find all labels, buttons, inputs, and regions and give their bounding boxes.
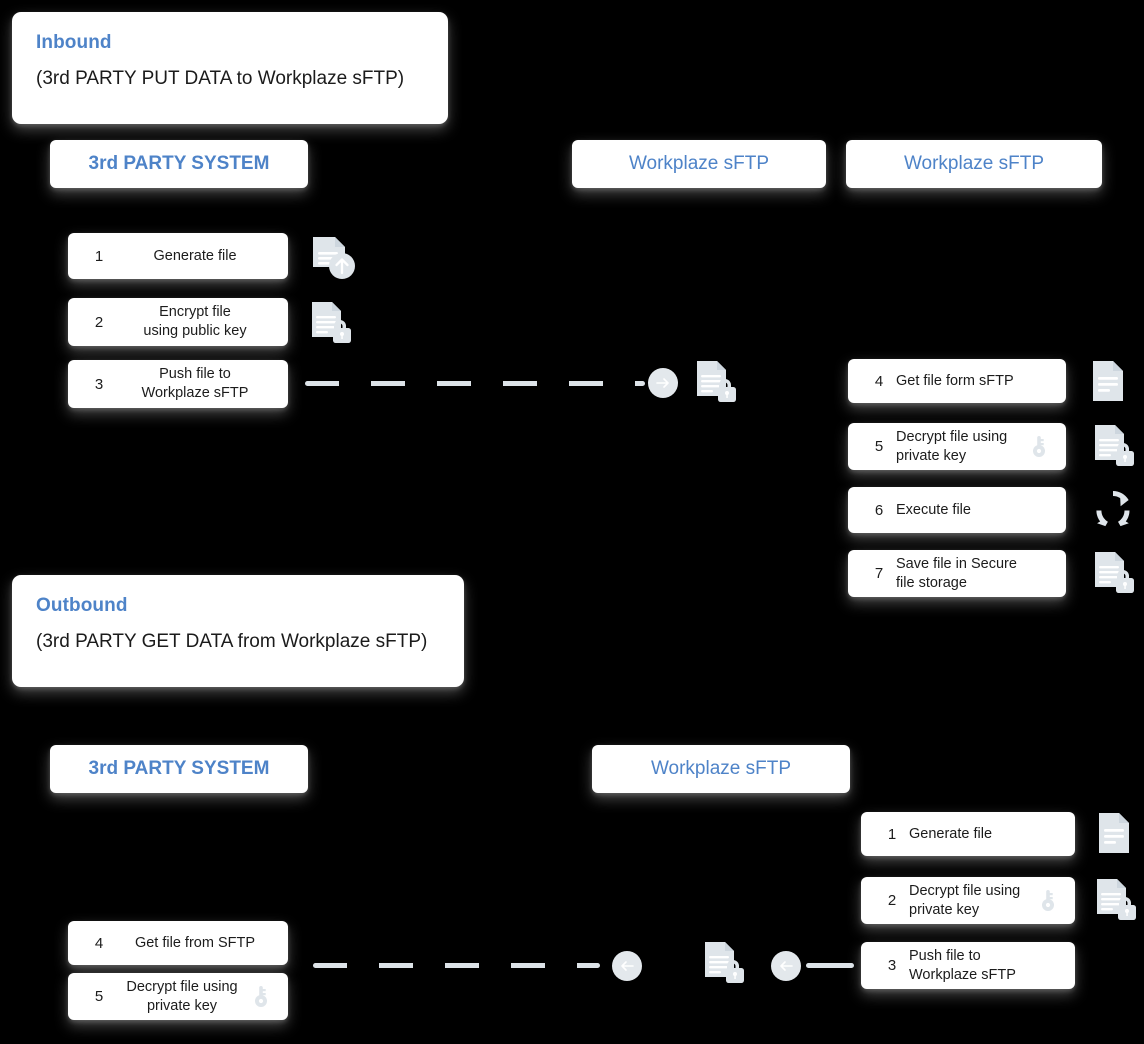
step-number: 6 [874,501,884,519]
key-icon [1035,887,1061,915]
step-number: 4 [874,372,884,390]
step-label: Get file form sFTP [896,372,1014,389]
inbound-banner-subtitle: (3rd PARTY PUT DATA to Workplaze sFTP) [36,68,405,89]
inbound-lane-label-1: Workplaze sFTP [628,153,770,174]
outbound-arrow-left-icon-2 [771,951,801,981]
file-icon [1094,810,1138,858]
outbound-lane-3rd-party-system[interactable]: 3rd PARTY SYSTEM [50,745,308,793]
file-lock-icon [305,297,359,349]
outbound-banner: Outbound (3rd PARTY GET DATA from Workpl… [12,575,464,687]
step-number: 2 [94,313,104,331]
step-label: Generate file [909,825,993,842]
outbound-right-step-1[interactable]: 1 Generate file [861,812,1075,856]
outbound-payload-file-lock-icon [698,938,750,990]
inbound-lane-label-2: Workplaze sFTP [903,153,1045,174]
step-number: 7 [874,565,884,582]
file-lock-icon [1088,548,1140,600]
inbound-lane-workplaze-sftp-2[interactable]: Workplaze sFTP [846,140,1102,188]
outbound-lane-workplaze-sftp[interactable]: Workplaze sFTP [592,745,850,793]
step-label: Generate file [153,247,237,264]
outbound-lane-label-0: 3rd PARTY SYSTEM [88,758,270,779]
outbound-banner-title: Outbound [36,595,128,616]
inbound-banner: Inbound (3rd PARTY PUT DATA to Workplaze… [12,12,448,124]
outbound-banner-subtitle: (3rd PARTY GET DATA from Workplaze sFTP) [36,631,428,652]
step-number: 5 [94,988,104,1005]
key-icon [1026,433,1052,461]
outbound-dashed-connector [313,963,600,968]
inbound-right-step-6[interactable]: 6 Execute file [848,487,1066,533]
step-number: 1 [887,825,897,843]
outbound-connector-segment-right [806,963,854,968]
inbound-lane-3rd-party-system[interactable]: 3rd PARTY SYSTEM [50,140,308,188]
step-label: Get file from SFTP [134,934,256,951]
step-number: 2 [887,892,897,909]
inbound-lane-label-0: 3rd PARTY SYSTEM [88,153,270,174]
refresh-cycle-icon [1088,486,1138,534]
outbound-left-step-4[interactable]: 4 Get file from SFTP [68,921,288,965]
key-icon [248,983,274,1011]
inbound-left-step-1[interactable]: 1 Generate file [68,233,288,279]
inbound-dashed-connector [305,381,645,386]
step-number: 3 [887,957,897,974]
step-number: 1 [94,247,104,265]
inbound-right-step-4[interactable]: 4 Get file form sFTP [848,359,1066,403]
file-lock-icon [1088,421,1140,473]
inbound-arrow-right-icon [648,368,678,398]
step-label: Execute file [896,501,971,518]
inbound-banner-title: Inbound [36,32,112,53]
file-upload-icon [305,231,359,285]
outbound-arrow-left-icon-1 [612,951,642,981]
inbound-payload-file-lock-icon [690,357,742,409]
step-number: 4 [94,934,104,952]
file-icon [1088,358,1132,406]
step-number: 3 [94,375,104,393]
step-number: 5 [874,438,884,455]
outbound-lane-label-1: Workplaze sFTP [650,758,792,779]
inbound-lane-workplaze-sftp-1[interactable]: Workplaze sFTP [572,140,826,188]
file-lock-icon [1090,875,1142,927]
